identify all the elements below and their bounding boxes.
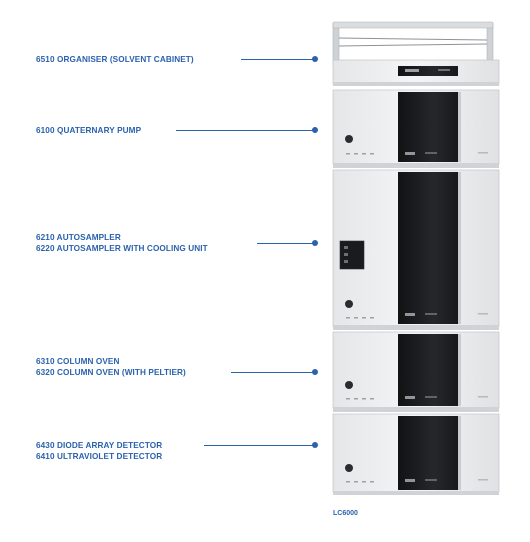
- callout-organiser-label: 6510 ORGANISER (SOLVENT CABINET): [36, 54, 194, 65]
- callout-pump-label: 6100 QUATERNARY PUMP: [36, 125, 141, 136]
- callout-line: 6220 AUTOSAMPLER WITH COOLING UNIT: [36, 244, 208, 253]
- callout-line: 6320 COLUMN OVEN (WITH PELTIER): [36, 368, 186, 377]
- callout-detector-leader: [204, 445, 314, 446]
- callout-line: 6430 DIODE ARRAY DETECTOR: [36, 441, 163, 450]
- callout-pump-dot: [312, 127, 318, 133]
- organiser-module: [332, 21, 500, 86]
- quaternary-pump-module: [332, 89, 500, 168]
- detector-module: [332, 413, 500, 495]
- callout-autosampler-leader: [257, 243, 314, 244]
- callout-line: 6210 AUTOSAMPLER: [36, 233, 121, 242]
- callout-autosampler-label: 6210 AUTOSAMPLER 6220 AUTOSAMPLER WITH C…: [36, 232, 208, 254]
- autosampler-module: [332, 169, 500, 330]
- callout-line: 6100 QUATERNARY PUMP: [36, 126, 142, 135]
- callout-detector-dot: [312, 442, 318, 448]
- callout-line: 6310 COLUMN OVEN: [36, 357, 120, 366]
- callout-column-oven-dot: [312, 369, 318, 375]
- callout-autosampler-dot: [312, 240, 318, 246]
- callout-detector-label: 6430 DIODE ARRAY DETECTOR 6410 ULTRAVIOL…: [36, 440, 162, 462]
- callout-line: 6510 ORGANISER (SOLVENT CABINET): [36, 55, 194, 64]
- callout-line: 6410 ULTRAVIOLET DETECTOR: [36, 452, 163, 461]
- callout-pump-leader: [176, 130, 314, 131]
- callout-column-oven-leader: [231, 372, 314, 373]
- callout-organiser-leader: [241, 59, 314, 60]
- product-code-caption: LC6000: [333, 510, 358, 517]
- callout-column-oven-label: 6310 COLUMN OVEN 6320 COLUMN OVEN (WITH …: [36, 356, 186, 378]
- callout-organiser-dot: [312, 56, 318, 62]
- column-oven-module: [332, 331, 500, 412]
